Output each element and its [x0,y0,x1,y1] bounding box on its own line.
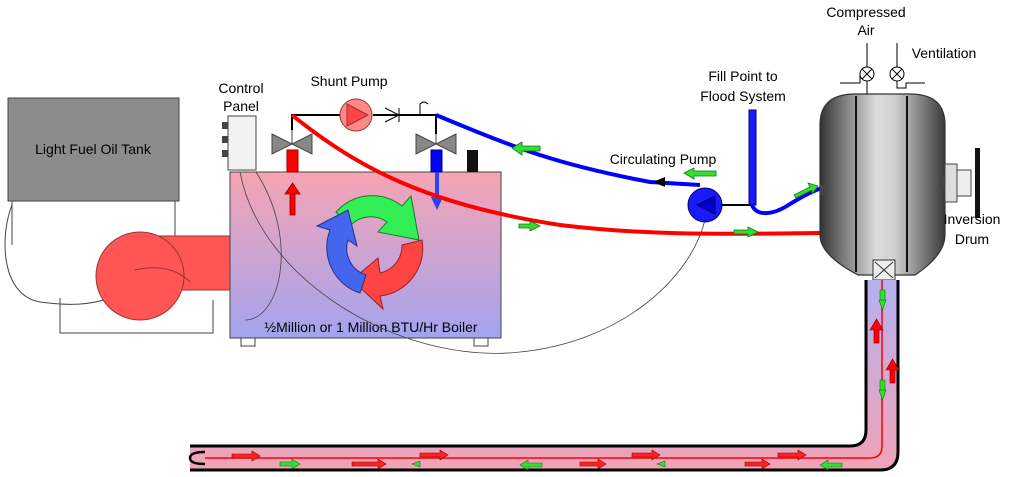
shunt-pump: Shunt Pump [310,73,388,132]
return-nozzle [430,149,443,173]
drum-return-flow-arrow [793,182,819,199]
check-valve [384,101,429,123]
flue-nozzle [467,150,478,172]
return-flow-arrow [431,172,443,210]
fill-point-riser [748,109,757,206]
control-panel-label-line2: Panel [223,98,259,114]
flow-arrows-green-top [511,141,759,238]
horizontal-pipe-flow-arrows [231,449,843,471]
compressed-air-valve [840,43,875,94]
circulating-pump: Circulating Pump [610,151,723,223]
fill-point-label-line2: Flood System [700,88,786,104]
boiler-label: ½Million or 1 Million BTU/Hr Boiler [264,319,478,335]
control-wire-2 [244,171,282,321]
compressed-air-label-line1: Compressed [826,4,905,20]
shunt-pipe-right [373,114,437,134]
circulating-pump-label: Circulating Pump [610,151,717,167]
circulation-icon [315,194,424,311]
fill-point-label-line1: Fill Point to [708,68,777,84]
control-panel: Control Panel [218,80,264,171]
drum-return-line [750,186,823,216]
ventilation-label: Ventilation [912,45,977,61]
fuel-line [4,204,111,305]
fuel-tank-label: Light Fuel Oil Tank [35,141,152,157]
inversion-drum-label-line2: Drum [955,231,989,247]
inversion-pipe [188,280,900,472]
burner-blower [95,231,232,321]
burner-stand [59,298,214,334]
supply-nozzle [286,149,299,173]
control-wire [239,171,706,354]
inversion-drum [819,93,980,281]
return-line [435,113,701,187]
compressed-air-label-line2: Air [857,22,874,38]
shunt-pump-label: Shunt Pump [310,73,387,89]
control-panel-label-line1: Control [218,80,263,96]
supply-flow-arrow [284,182,301,216]
fuel-oil-tank: Light Fuel Oil Tank [7,97,180,245]
supply-valve [271,130,313,155]
inversion-drum-label-line1: Inversion [944,211,1001,227]
vertical-pipe-flow-arrows [869,289,900,401]
return-valve [415,130,457,155]
ventilation-valve [889,43,925,89]
return-arrowhead [653,177,665,187]
